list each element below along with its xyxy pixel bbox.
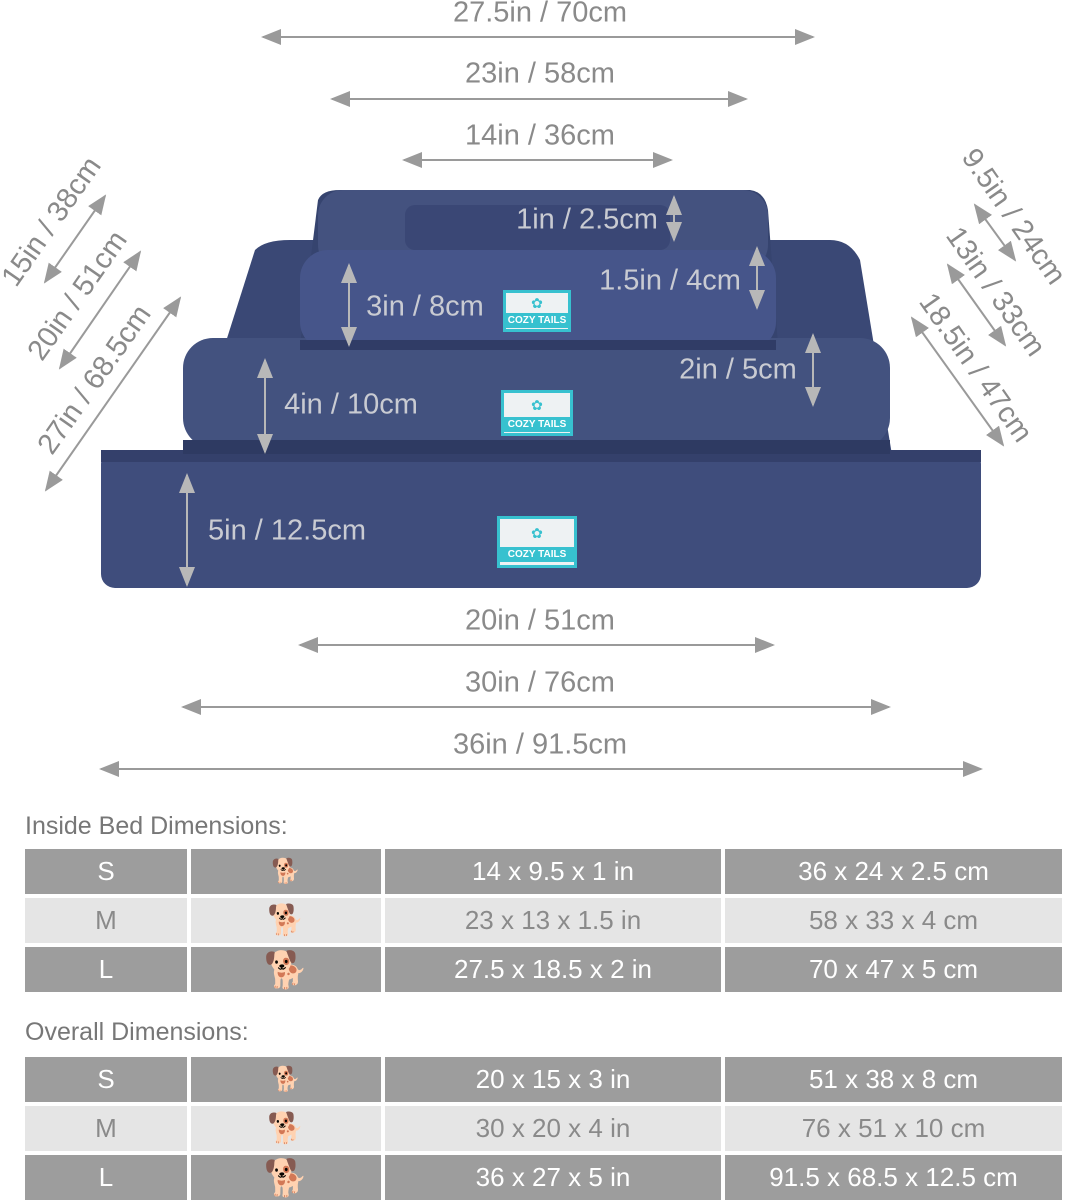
size-cell: L — [25, 1155, 187, 1200]
cm-cell: 36 x 24 x 2.5 cm — [725, 849, 1062, 894]
cat-logo-icon: ✿ — [531, 397, 543, 413]
width-label: 14in / 36cm — [465, 119, 615, 152]
medium-dog-icon: 🐕 — [191, 898, 381, 943]
brand-tag: ✿COZY TAILS — [503, 290, 571, 332]
cat-logo-icon: ✿ — [531, 295, 543, 311]
large-dog-icon: 🐕 — [191, 1155, 381, 1200]
table-row: L 🐕 36 x 27 x 5 in 91.5 x 68.5 x 12.5 cm — [25, 1155, 1062, 1200]
depth-arrow — [910, 316, 1005, 447]
height-label: 2in / 5cm — [679, 353, 797, 386]
cm-cell: 58 x 33 x 4 cm — [725, 898, 1062, 943]
height-label: 3in / 8cm — [366, 290, 484, 323]
cm-cell: 51 x 38 x 8 cm — [725, 1057, 1062, 1102]
cm-cell: 76 x 51 x 10 cm — [725, 1106, 1062, 1151]
overall-table-title: Overall Dimensions: — [25, 1018, 249, 1046]
width-label: 23in / 58cm — [465, 57, 615, 90]
width-label: 30in / 76cm — [465, 666, 615, 699]
inches-cell: 27.5 x 18.5 x 2 in — [385, 947, 721, 992]
depth-arrow — [973, 203, 1017, 262]
size-cell: M — [25, 898, 187, 943]
table-row: M 🐕 30 x 20 x 4 in 76 x 51 x 10 cm — [25, 1106, 1062, 1151]
table-row: M 🐕 23 x 13 x 1.5 in 58 x 33 x 4 cm — [25, 898, 1062, 943]
cm-cell: 91.5 x 68.5 x 12.5 cm — [725, 1155, 1062, 1200]
inches-cell: 36 x 27 x 5 in — [385, 1155, 721, 1200]
brand-tag: ✿COZY TAILS — [501, 390, 573, 436]
width-label: 20in / 51cm — [465, 604, 615, 637]
inches-cell: 23 x 13 x 1.5 in — [385, 898, 721, 943]
table-row: S 🐕 14 x 9.5 x 1 in 36 x 24 x 2.5 cm — [25, 849, 1062, 894]
inches-cell: 14 x 9.5 x 1 in — [385, 849, 721, 894]
inches-cell: 30 x 20 x 4 in — [385, 1106, 721, 1151]
table-row: L 🐕 27.5 x 18.5 x 2 in 70 x 47 x 5 cm — [25, 947, 1062, 992]
width-label: 27.5in / 70cm — [452, 0, 628, 29]
cm-cell: 70 x 47 x 5 cm — [725, 947, 1062, 992]
height-label: 4in / 10cm — [284, 388, 418, 421]
inside-table-title: Inside Bed Dimensions: — [25, 812, 288, 840]
depth-arrow — [43, 194, 107, 284]
height-label: 1in / 2.5cm — [516, 203, 658, 236]
large-dog-icon: 🐕 — [191, 947, 381, 992]
height-label: 1.5in / 4cm — [599, 264, 741, 297]
width-label: 36in / 91.5cm — [452, 728, 628, 761]
medium-dog-icon: 🐕 — [191, 1106, 381, 1151]
table-row: S 🐕 20 x 15 x 3 in 51 x 38 x 8 cm — [25, 1057, 1062, 1102]
small-dog-icon: 🐕 — [191, 1057, 381, 1102]
small-dog-icon: 🐕 — [191, 849, 381, 894]
depth-arrow — [44, 296, 182, 492]
size-cell: L — [25, 947, 187, 992]
height-label: 5in / 12.5cm — [208, 514, 366, 547]
cat-logo-icon: ✿ — [531, 525, 543, 541]
brand-tag: ✿COZY TAILS — [497, 516, 577, 568]
inches-cell: 20 x 15 x 3 in — [385, 1057, 721, 1102]
size-cell: M — [25, 1106, 187, 1151]
size-cell: S — [25, 1057, 187, 1102]
size-cell: S — [25, 849, 187, 894]
